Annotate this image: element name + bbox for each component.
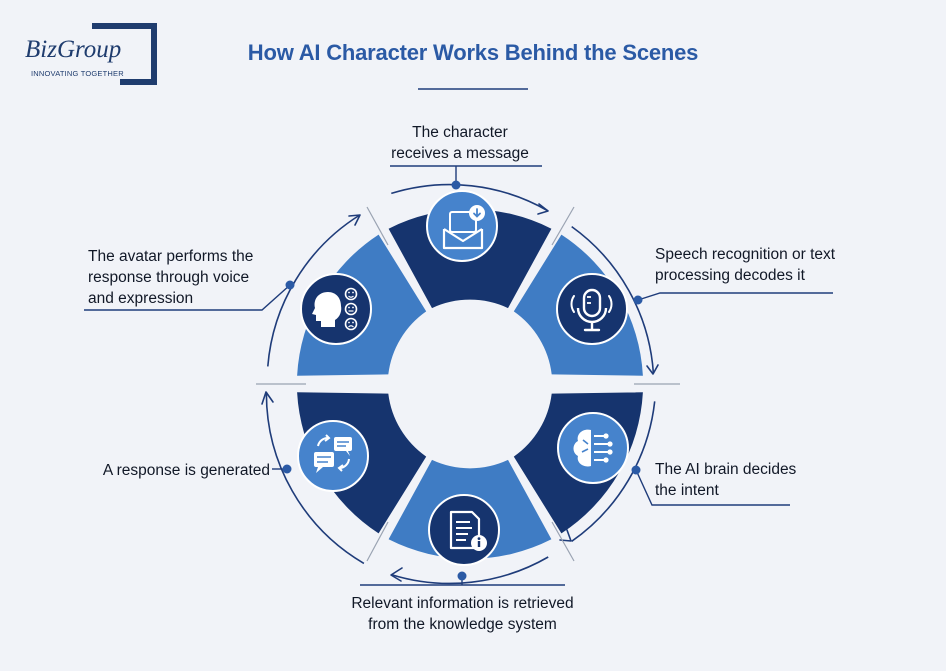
leader-dot-2: [633, 295, 643, 305]
arrowhead-4: [390, 567, 403, 582]
cycle-arc-5: [265, 392, 365, 565]
leader-line-6: [84, 284, 291, 311]
separator-tick: [366, 206, 389, 246]
brand-logo: BizGroup: [25, 36, 122, 63]
separator-tick: [551, 206, 575, 246]
mail-download-icon: [426, 190, 498, 262]
step-3-label: The AI brain decides the intent: [655, 459, 855, 501]
step-3-line-1: The AI brain decides: [655, 461, 797, 478]
step-6-label: The avatar performs the response through…: [88, 246, 318, 309]
step-4-label: Relevant information is retrieved from t…: [300, 593, 625, 635]
cycle-arrowheads: [261, 203, 659, 582]
arrowhead-6: [348, 214, 361, 226]
cycle-arc-3: [571, 401, 656, 542]
ai-brain-icon: [557, 412, 629, 484]
microphone-icon: [556, 273, 628, 345]
step-3-line-2: the intent: [655, 482, 719, 499]
step-5-label: A response is generated: [70, 460, 270, 481]
step-2-line-1: Speech recognition or text: [655, 246, 836, 263]
arrowhead-1: [537, 203, 549, 215]
leader-dot-6: [285, 280, 295, 290]
separator-tick: [551, 521, 575, 562]
step-6-line-2: response through voice: [88, 269, 250, 286]
avatar-emotions-icon: [300, 273, 372, 345]
leader-dots: [282, 180, 643, 581]
leader-line-2: [637, 292, 833, 301]
leader-line-3: [635, 469, 790, 506]
separator-ticks: [256, 206, 680, 562]
cycle-arc-2: [571, 225, 655, 374]
cycle-arc-4: [391, 556, 549, 585]
leader-dot-5: [282, 464, 292, 474]
step-2-line-2: processing decodes it: [655, 267, 805, 284]
step-1-line-2: receives a message: [391, 145, 529, 162]
step-4-line-2: from the knowledge system: [368, 616, 557, 633]
leader-dot-3: [631, 465, 641, 475]
document-info-icon: [428, 494, 500, 566]
cycle-arc-1: [391, 183, 549, 212]
separator-tick: [366, 521, 389, 562]
arrowhead-3: [559, 529, 572, 542]
page-title: How AI Character Works Behind the Scenes: [247, 40, 699, 65]
step-4-line-1: Relevant information is retrieved: [351, 595, 574, 612]
step-6-line-1: The avatar performs the: [88, 248, 254, 265]
step-1-label: The character receives a message: [380, 122, 540, 164]
cycle-arcs: [265, 183, 656, 585]
cycle-arc-6: [267, 214, 361, 367]
step-1-line-1: The character: [412, 124, 508, 141]
step-5-line-1: A response is generated: [102, 462, 270, 479]
step-6-line-3: and expression: [88, 290, 194, 307]
step-2-label: Speech recognition or text processing de…: [655, 244, 905, 286]
logo-frame: [92, 23, 157, 85]
arrowhead-5: [261, 391, 274, 405]
arrowhead-2: [646, 364, 659, 375]
leader-dot-1: [451, 180, 461, 190]
leader-dot-4: [457, 571, 467, 581]
brand-tagline: INNOVATING TOGETHER: [31, 69, 124, 78]
chat-exchange-icon: [297, 420, 369, 492]
